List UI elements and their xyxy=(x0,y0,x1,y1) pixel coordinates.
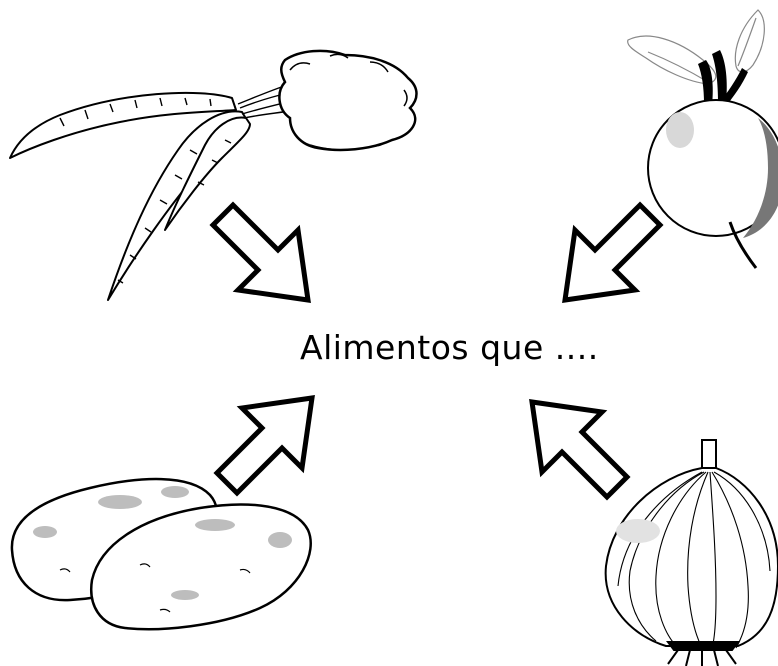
arrow-from-radish xyxy=(562,201,664,303)
arrow-from-onion xyxy=(529,399,631,501)
potatoes-illustration xyxy=(10,477,312,631)
arrow-from-carrots xyxy=(209,201,311,303)
radish-illustration xyxy=(627,9,778,269)
center-label: Alimentos que .... xyxy=(300,328,599,367)
carrots-illustration xyxy=(9,49,418,301)
arrow-from-potatoes xyxy=(213,395,315,497)
onion-illustration xyxy=(604,439,778,666)
